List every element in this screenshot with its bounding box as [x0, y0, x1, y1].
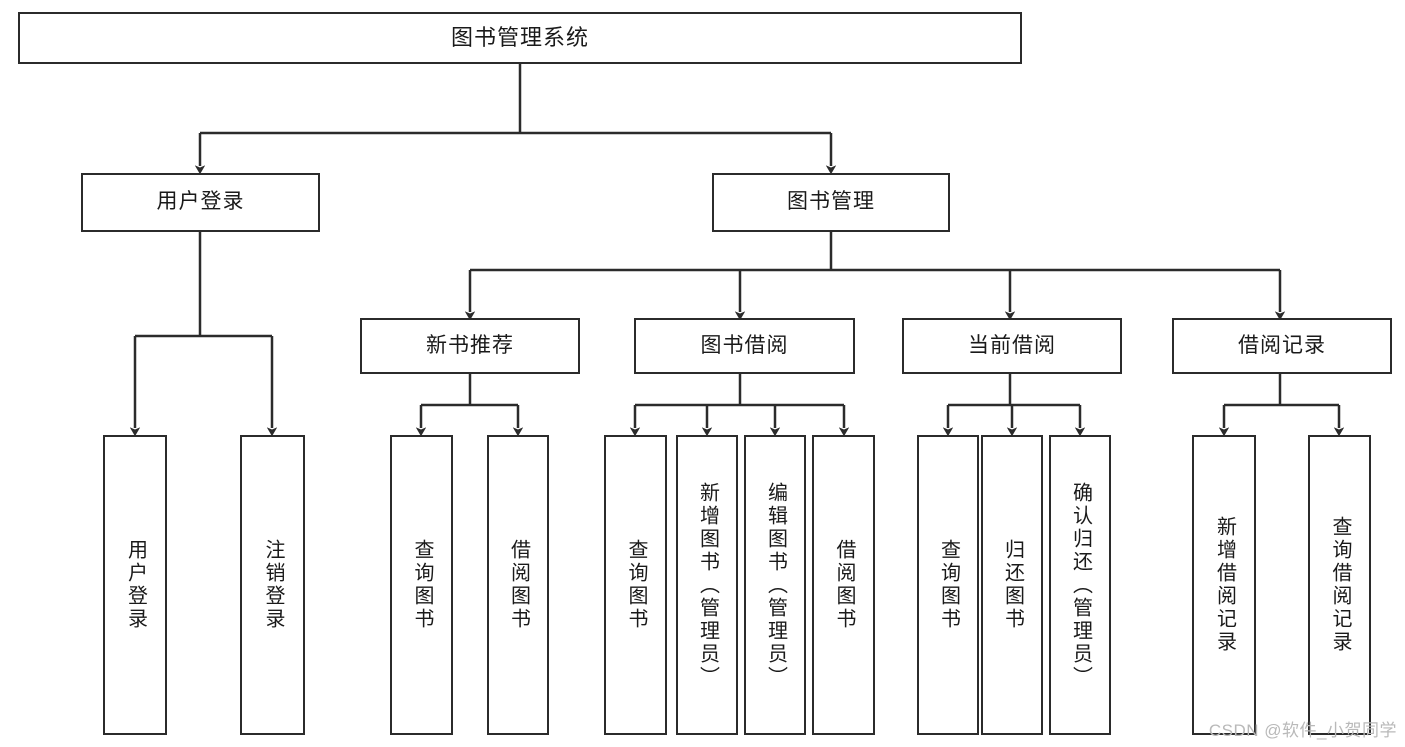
node-leaf-edit-book[interactable]: 编辑图书（管理员） [744, 435, 806, 735]
node-root[interactable]: 图书管理系统 [18, 12, 1022, 64]
node-leaf-query-book-1-label: 查询图书 [411, 539, 433, 631]
node-leaf-edit-book-label: 编辑图书（管理员） [764, 481, 787, 689]
node-borrow-record[interactable]: 借阅记录 [1172, 318, 1392, 374]
node-leaf-add-book-label: 新增图书（管理员） [696, 481, 719, 689]
watermark: CSDN @软件_小贺同学 [1208, 721, 1397, 740]
node-leaf-add-book[interactable]: 新增图书（管理员） [676, 435, 738, 735]
node-book-manage-label: 图书管理 [787, 190, 875, 214]
node-leaf-borrow-book-1-label: 借阅图书 [507, 539, 530, 631]
node-leaf-query-book-3[interactable]: 查询图书 [917, 435, 979, 735]
node-leaf-return-book-label: 归还图书 [1001, 539, 1024, 631]
node-leaf-logout-login[interactable]: 注销登录 [240, 435, 305, 735]
node-new-book-recommend-label: 新书推荐 [426, 333, 514, 357]
node-leaf-confirm-return[interactable]: 确认归还（管理员） [1049, 435, 1111, 735]
node-leaf-add-record-label: 新增借阅记录 [1213, 516, 1236, 654]
node-borrow-record-label: 借阅记录 [1238, 333, 1326, 357]
node-leaf-query-book-2-label: 查询图书 [625, 539, 647, 631]
node-leaf-borrow-book-2-label: 借阅图书 [833, 539, 855, 631]
node-leaf-add-record[interactable]: 新增借阅记录 [1192, 435, 1256, 735]
node-new-book-recommend[interactable]: 新书推荐 [360, 318, 580, 374]
node-user-login-label: 用户登录 [156, 190, 245, 214]
node-leaf-query-record-label: 查询借阅记录 [1329, 516, 1351, 654]
node-leaf-borrow-book-2[interactable]: 借阅图书 [812, 435, 875, 735]
node-leaf-query-book-2[interactable]: 查询图书 [604, 435, 667, 735]
node-leaf-query-record[interactable]: 查询借阅记录 [1308, 435, 1371, 735]
node-root-label: 图书管理系统 [450, 25, 589, 51]
node-book-borrow-label: 图书借阅 [700, 333, 789, 357]
node-leaf-logout-login-label: 注销登录 [262, 539, 284, 631]
node-leaf-borrow-book-1[interactable]: 借阅图书 [487, 435, 549, 735]
node-leaf-user-login[interactable]: 用户登录 [103, 435, 167, 735]
node-book-borrow[interactable]: 图书借阅 [634, 318, 855, 374]
node-user-login[interactable]: 用户登录 [81, 173, 320, 232]
node-leaf-user-login-label: 用户登录 [124, 539, 147, 631]
node-current-borrow-label: 当前借阅 [968, 333, 1056, 357]
node-current-borrow[interactable]: 当前借阅 [902, 318, 1122, 374]
node-book-manage[interactable]: 图书管理 [712, 173, 950, 232]
node-leaf-query-book-3-label: 查询图书 [937, 539, 960, 631]
node-leaf-query-book-1[interactable]: 查询图书 [390, 435, 453, 735]
node-leaf-confirm-return-label: 确认归还（管理员） [1069, 481, 1092, 689]
node-leaf-return-book[interactable]: 归还图书 [981, 435, 1043, 735]
